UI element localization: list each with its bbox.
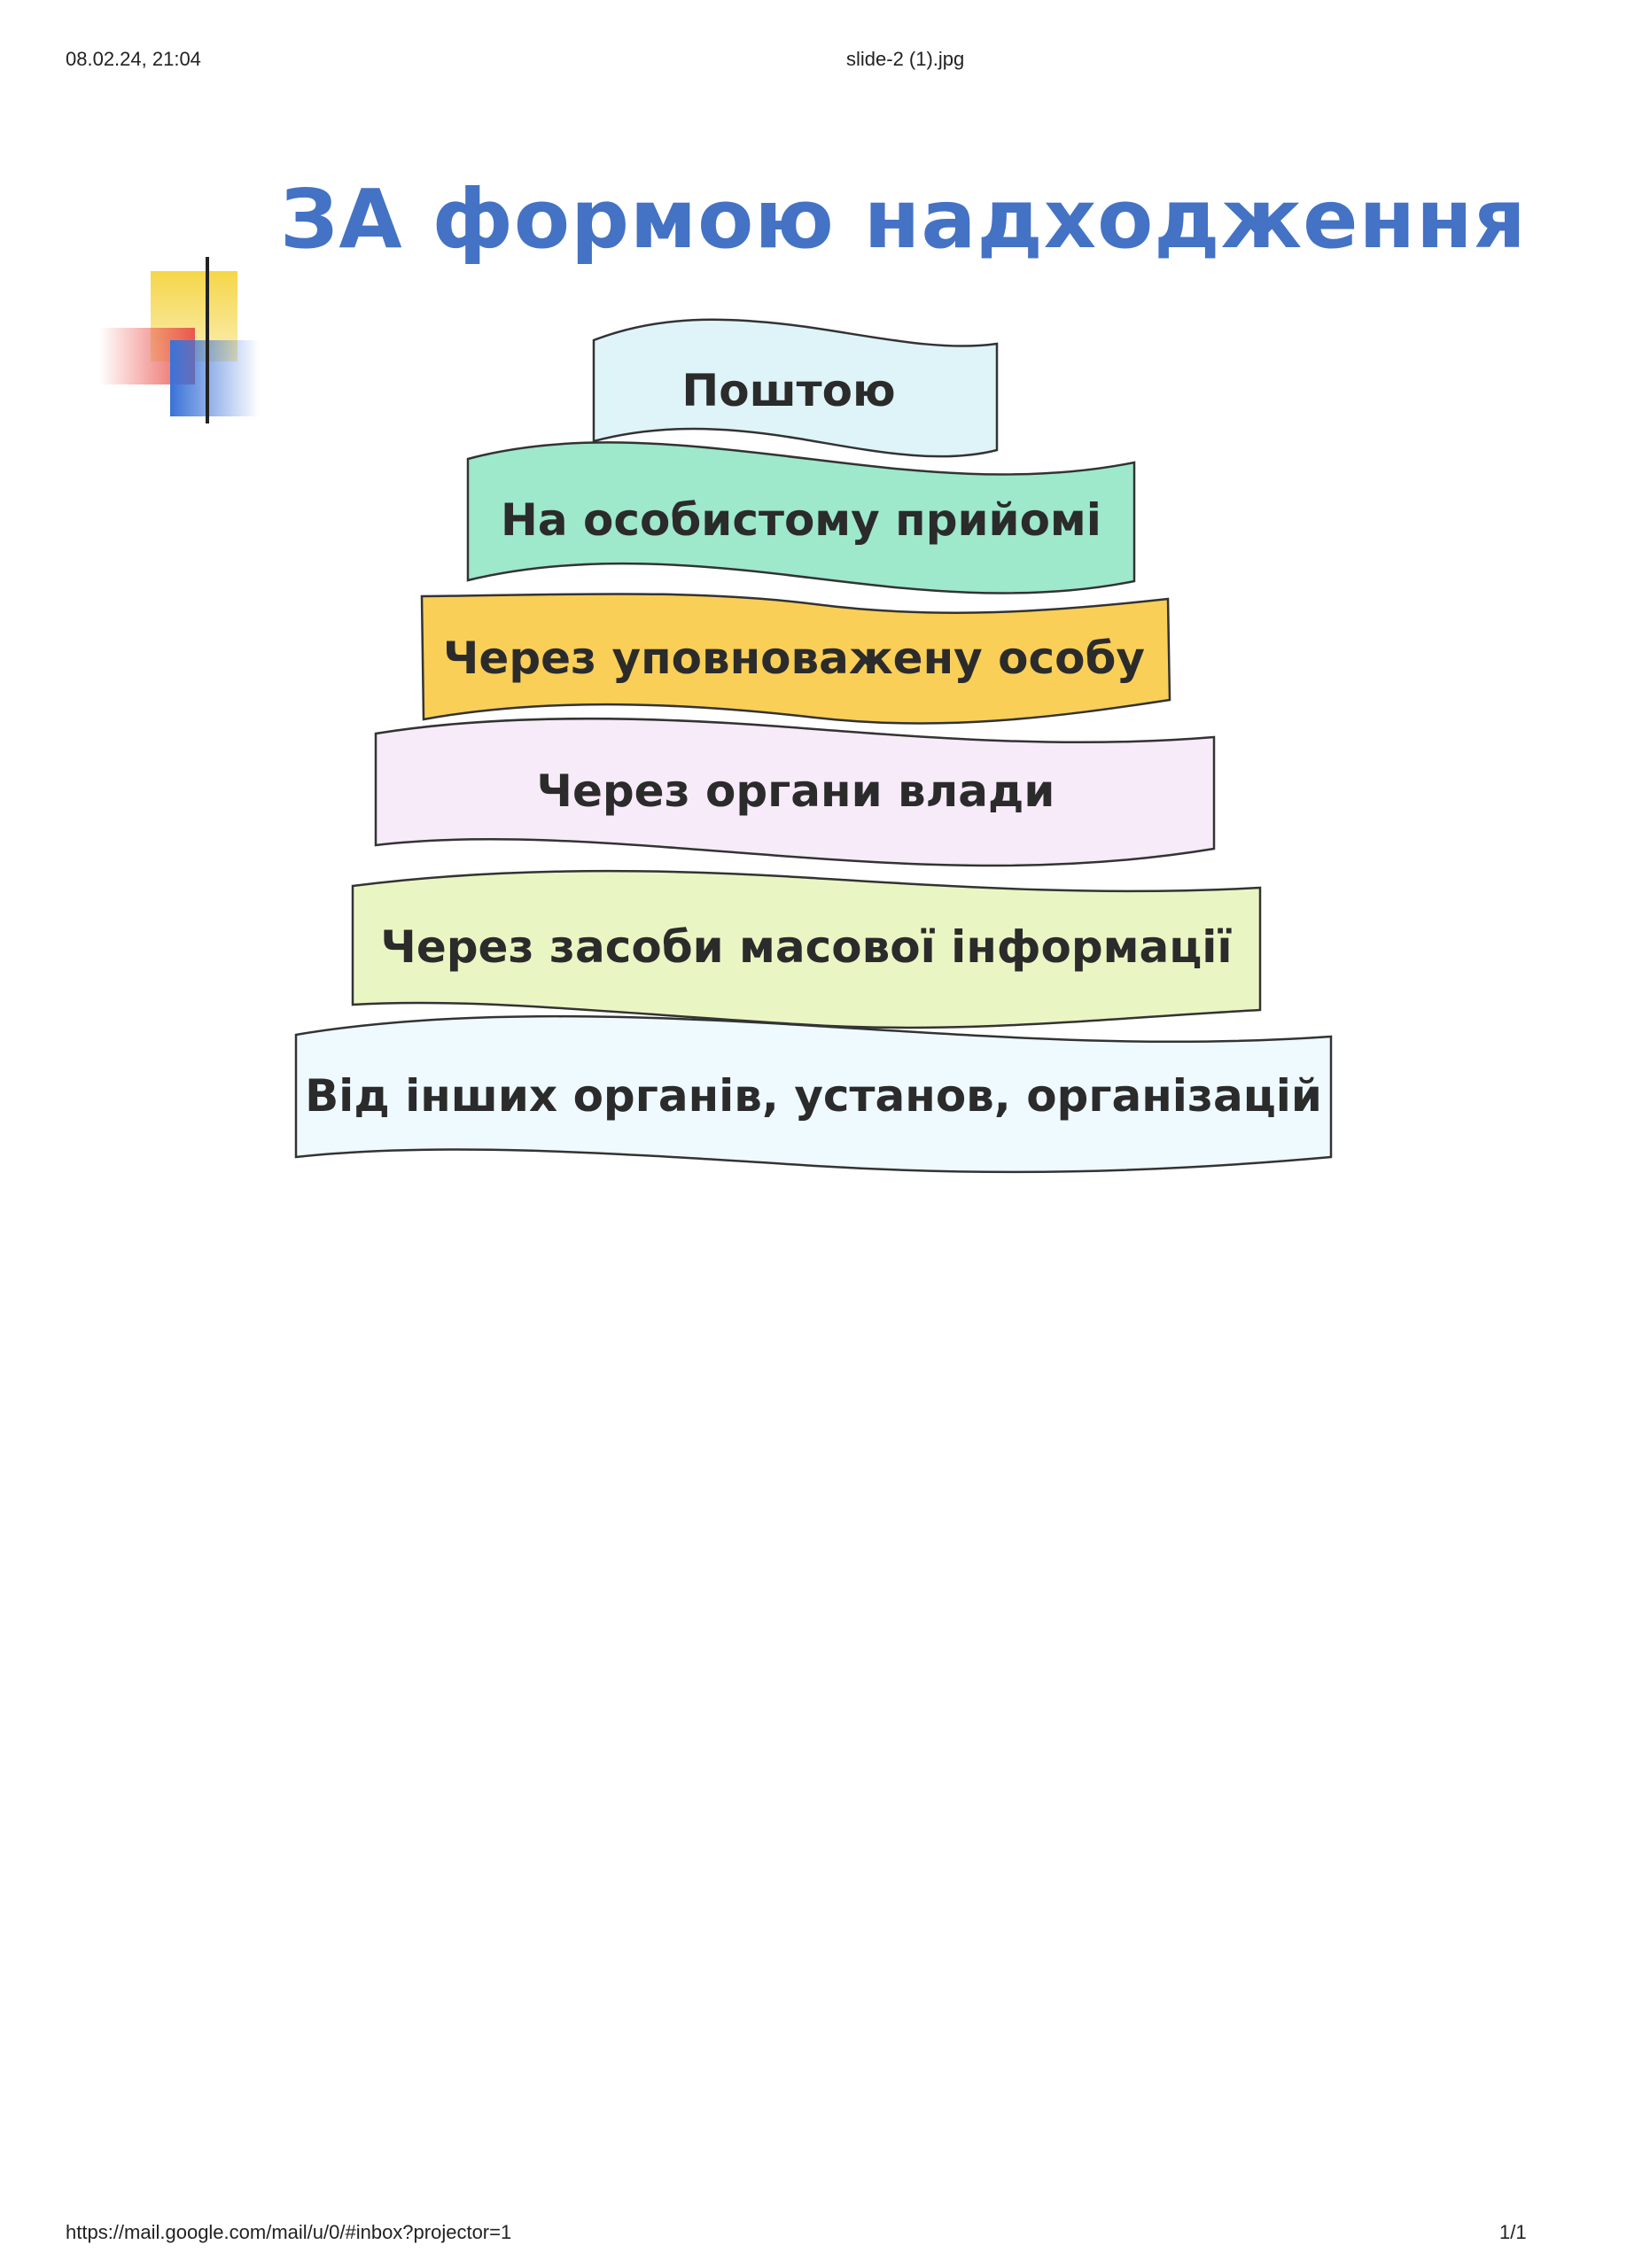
banner-label-cherez-zasoby-masovoi-informatsii: Через засоби масової інформації bbox=[380, 921, 1233, 973]
print-file-name: slide-2 (1).jpg bbox=[846, 48, 965, 70]
banner-label-na-osobystomu-pryiomi: На особистому прийомі bbox=[501, 494, 1101, 546]
red-square bbox=[99, 328, 195, 384]
banner-label-cherez-orhany-vlady: Через органи влади bbox=[536, 765, 1055, 817]
banner-label-cherez-upovnovazhenu-osobu: Через уповноважену особу bbox=[443, 633, 1145, 684]
slide-title: ЗА формою надходження bbox=[280, 172, 1527, 267]
print-page-number: 1/1 bbox=[1499, 2221, 1527, 2243]
corner-decoration bbox=[99, 257, 603, 423]
banner-label-poshtoiu: Поштою bbox=[681, 365, 896, 416]
blue-square bbox=[170, 340, 259, 416]
print-date-time: 08.02.24, 21:04 bbox=[66, 48, 201, 70]
print-url: https://mail.google.com/mail/u/0/#inbox?… bbox=[66, 2221, 512, 2243]
banner-label-vid-inshykh-orhaniv: Від інших органів, установ, організацій bbox=[305, 1070, 1322, 1122]
yellow-square bbox=[151, 271, 237, 361]
